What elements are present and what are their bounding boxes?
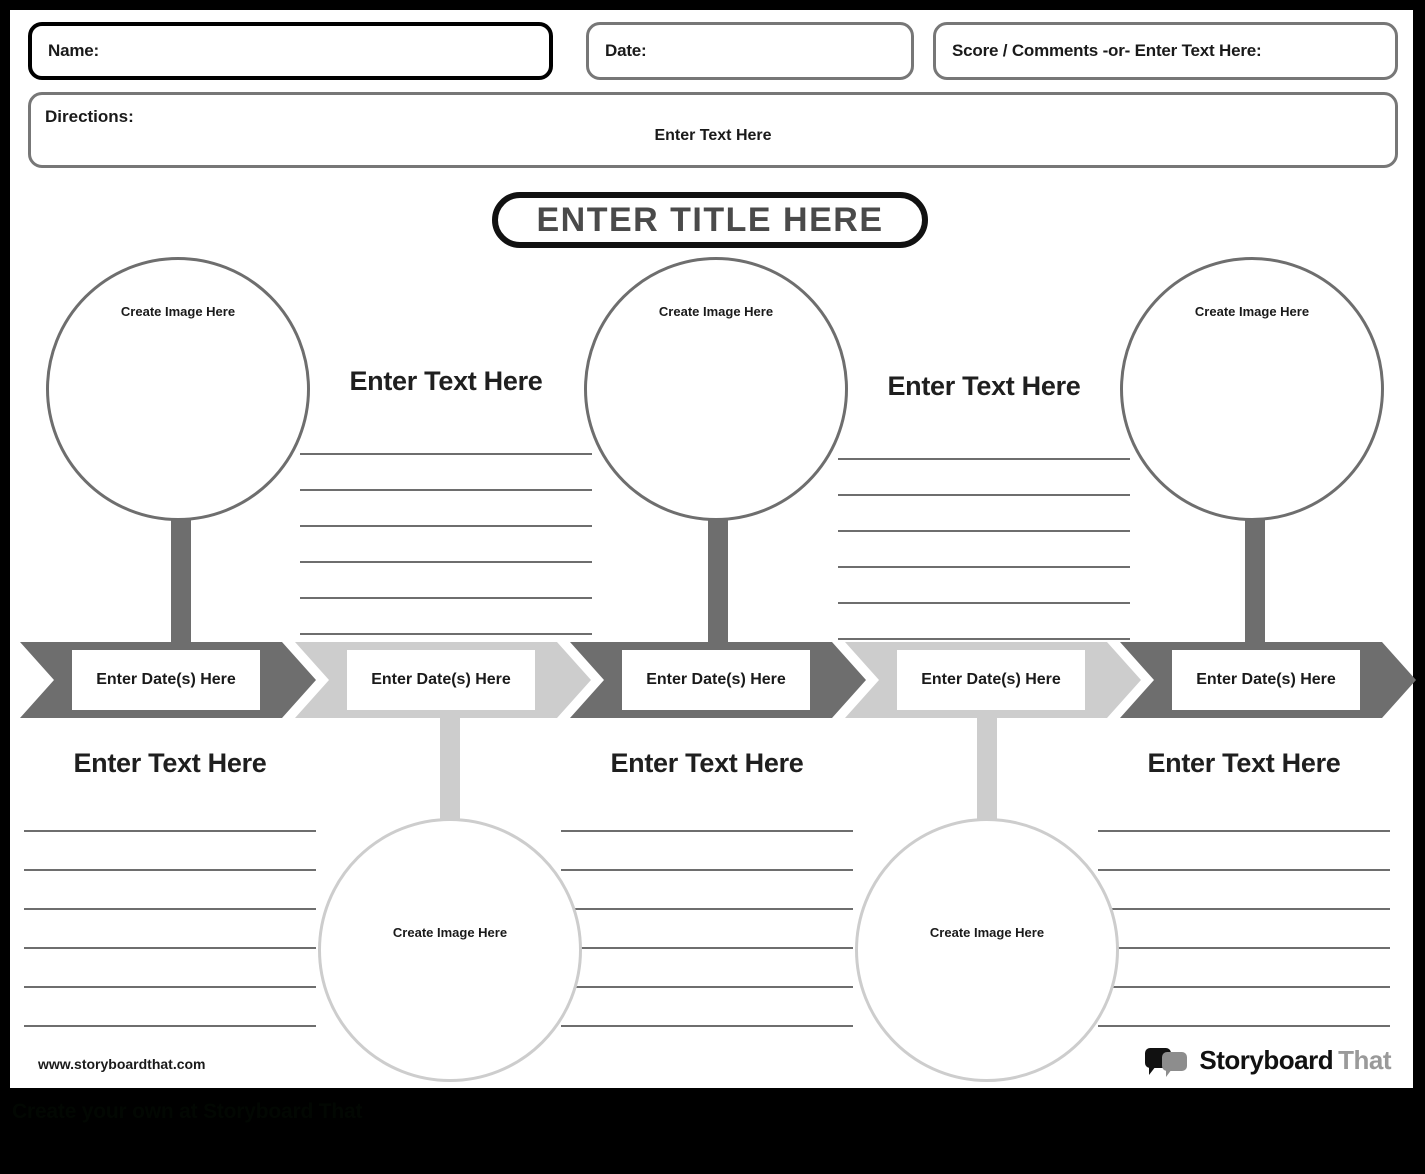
writing-line[interactable] — [300, 527, 592, 563]
score-comments-label: Score / Comments -or- Enter Text Here: — [952, 41, 1262, 60]
logo-word-that: That — [1338, 1045, 1391, 1075]
writing-line[interactable] — [838, 568, 1130, 604]
stem-top-1 — [171, 508, 191, 644]
stem-bottom-2 — [977, 700, 997, 828]
writing-line[interactable] — [838, 496, 1130, 532]
text-block-top-2[interactable]: Enter Text Here — [838, 371, 1130, 640]
writing-lines[interactable] — [300, 419, 592, 635]
timeline-step-2[interactable]: Enter Date(s) Here — [295, 642, 591, 718]
writing-line[interactable] — [1098, 871, 1390, 910]
writing-line[interactable] — [838, 604, 1130, 640]
timeline-step-3[interactable]: Enter Date(s) Here — [570, 642, 866, 718]
directions-placeholder: Enter Text Here — [654, 127, 772, 144]
image-placeholder-label: Create Image Here — [392, 925, 508, 940]
writing-line[interactable] — [300, 455, 592, 491]
text-block-bottom-2[interactable]: Enter Text Here — [561, 748, 853, 1027]
image-circle-bottom-1[interactable]: Create Image Here — [318, 818, 582, 1082]
page-caption: Create your own at Storyboard That — [12, 1100, 363, 1123]
writing-line[interactable] — [1098, 910, 1390, 949]
writing-line[interactable] — [24, 949, 316, 988]
writing-line[interactable] — [561, 988, 853, 1027]
text-block-top-1[interactable]: Enter Text Here — [300, 366, 592, 635]
date-plate[interactable]: Enter Date(s) Here — [622, 650, 810, 710]
timeline-arrow-bar: Enter Date(s) Here Enter Date(s) Here En… — [20, 642, 1403, 718]
image-placeholder-label: Create Image Here — [658, 304, 774, 319]
text-block-bottom-3[interactable]: Enter Text Here — [1098, 748, 1390, 1027]
writing-line[interactable] — [1098, 832, 1390, 871]
text-block-heading: Enter Text Here — [349, 366, 543, 396]
date-plate[interactable]: Enter Date(s) Here — [1172, 650, 1360, 710]
text-block-heading: Enter Text Here — [610, 748, 804, 778]
title-field[interactable]: ENTER TITLE HERE — [492, 192, 928, 248]
writing-line[interactable] — [561, 871, 853, 910]
writing-lines[interactable] — [24, 793, 316, 1027]
writing-line[interactable] — [300, 419, 592, 455]
image-circle-top-3[interactable]: Create Image Here — [1120, 257, 1384, 521]
text-block-heading: Enter Text Here — [1147, 748, 1341, 778]
writing-line[interactable] — [24, 871, 316, 910]
image-circle-bottom-2[interactable]: Create Image Here — [855, 818, 1119, 1082]
page-title: ENTER TITLE HERE — [536, 200, 884, 239]
writing-line[interactable] — [24, 988, 316, 1027]
writing-line[interactable] — [300, 491, 592, 527]
writing-line[interactable] — [1098, 793, 1390, 832]
writing-line[interactable] — [1098, 988, 1390, 1027]
image-circle-top-2[interactable]: Create Image Here — [584, 257, 848, 521]
text-block-bottom-1[interactable]: Enter Text Here — [24, 748, 316, 1027]
writing-line[interactable] — [838, 532, 1130, 568]
date-field[interactable]: Date: — [586, 22, 914, 80]
timeline-step-5[interactable]: Enter Date(s) Here — [1120, 642, 1416, 718]
stem-bottom-1 — [440, 700, 460, 828]
writing-line[interactable] — [561, 910, 853, 949]
date-label: Enter Date(s) Here — [1196, 671, 1336, 688]
writing-line[interactable] — [300, 563, 592, 599]
speech-bubbles-icon — [1145, 1046, 1191, 1077]
date-plate[interactable]: Enter Date(s) Here — [897, 650, 1085, 710]
date-label: Enter Date(s) Here — [96, 671, 236, 688]
timeline-step-1[interactable]: Enter Date(s) Here — [20, 642, 316, 718]
date-label: Enter Date(s) Here — [921, 671, 1061, 688]
date-label: Enter Date(s) Here — [646, 671, 786, 688]
writing-line[interactable] — [24, 910, 316, 949]
worksheet-page: Name: Date: Score / Comments -or- Enter … — [10, 10, 1413, 1088]
writing-line[interactable] — [300, 599, 592, 635]
writing-lines[interactable] — [561, 793, 853, 1027]
date-label: Enter Date(s) Here — [371, 671, 511, 688]
image-placeholder-label: Create Image Here — [120, 304, 236, 319]
writing-line[interactable] — [1098, 949, 1390, 988]
name-label: Name: — [48, 41, 99, 60]
writing-lines[interactable] — [838, 424, 1130, 640]
image-placeholder-label: Create Image Here — [929, 925, 1045, 940]
stem-top-2 — [708, 508, 728, 644]
stem-top-3 — [1245, 508, 1265, 644]
writing-line[interactable] — [24, 832, 316, 871]
writing-lines[interactable] — [1098, 793, 1390, 1027]
date-plate[interactable]: Enter Date(s) Here — [72, 650, 260, 710]
image-placeholder-label: Create Image Here — [1194, 304, 1310, 319]
writing-line[interactable] — [838, 424, 1130, 460]
writing-line[interactable] — [561, 793, 853, 832]
writing-line[interactable] — [24, 793, 316, 832]
image-circle-top-1[interactable]: Create Image Here — [46, 257, 310, 521]
timeline-step-4[interactable]: Enter Date(s) Here — [845, 642, 1141, 718]
writing-line[interactable] — [838, 460, 1130, 496]
score-comments-field[interactable]: Score / Comments -or- Enter Text Here: — [933, 22, 1398, 80]
text-block-heading: Enter Text Here — [73, 748, 267, 778]
storyboardthat-logo: Storyboard That — [1145, 1045, 1391, 1077]
text-block-heading: Enter Text Here — [887, 371, 1081, 401]
logo-word-storyboard: Storyboard — [1199, 1045, 1334, 1075]
writing-line[interactable] — [561, 949, 853, 988]
site-url: www.storyboardthat.com — [38, 1056, 206, 1072]
directions-field[interactable]: Directions: Enter Text Here — [28, 92, 1398, 168]
writing-line[interactable] — [561, 832, 853, 871]
header-fields-row: Name: Date: Score / Comments -or- Enter … — [28, 22, 1398, 80]
date-label: Date: — [605, 41, 647, 60]
name-field[interactable]: Name: — [28, 22, 553, 80]
date-plate[interactable]: Enter Date(s) Here — [347, 650, 535, 710]
directions-label: Directions: — [45, 107, 134, 126]
